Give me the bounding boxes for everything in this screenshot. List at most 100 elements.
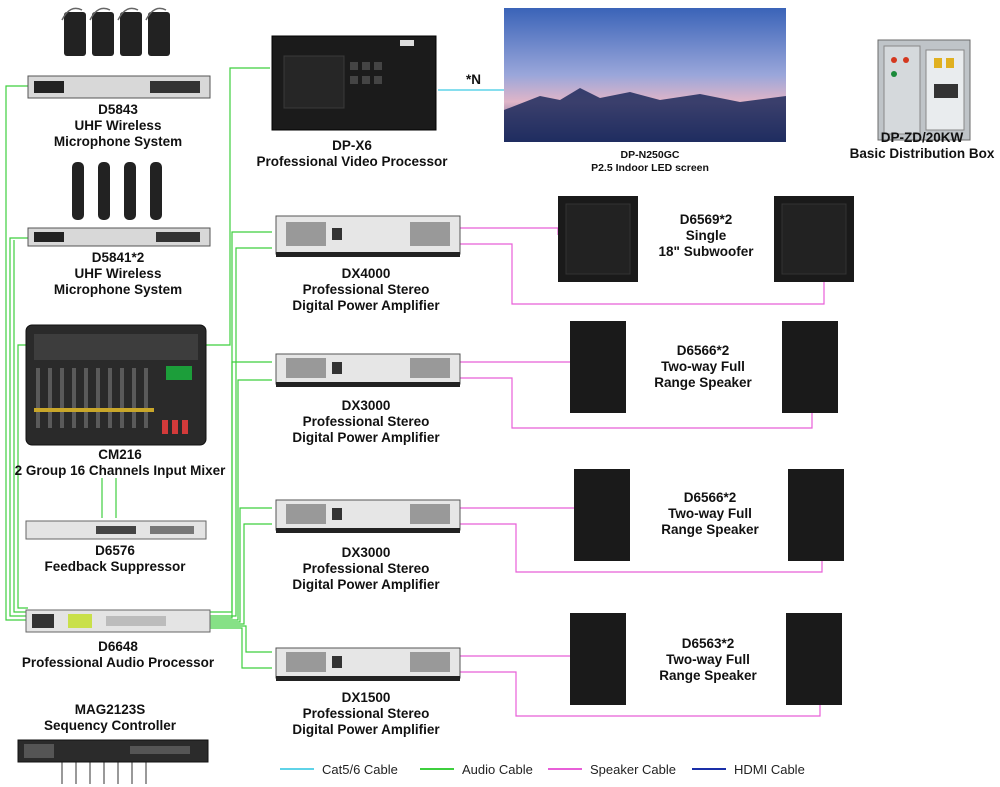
spk1-desc1: Single [685,228,727,243]
speaker-cable-3b [460,523,823,573]
spk2-model: D6566*2 [676,343,730,358]
speaker-pair-1 [570,321,838,413]
d5841-device [27,162,211,247]
legend-hdmi: HDMI Cable [692,760,805,778]
mag2123s-device [17,739,209,763]
label-led: DP-N250GC P2.5 Indoor LED screen [591,149,709,175]
legend-hdmi-swatch [692,768,726,770]
d5841-model: D5841*2 [91,250,145,265]
audio-cable-mixer-in [17,344,28,609]
label-d5843: D5843 UHF Wireless Microphone System [54,102,182,150]
label-amp3: DX3000 Professional Stereo Digital Power… [292,545,439,593]
spk2-desc1: Two-way Full [661,359,745,374]
d6648-desc1: Professional Audio Processor [21,655,215,670]
cm216-device [25,324,207,446]
spk4-model: D6563*2 [681,636,735,651]
audio-cable-amp3a [210,507,272,623]
amp2-desc2: Digital Power Amplifier [292,430,440,445]
dpx6-model: DP-X6 [332,138,372,153]
label-d6648: D6648 Professional Audio Processor [22,639,214,671]
spk4-desc2: Range Speaker [659,668,757,683]
d5843-model: D5843 [98,102,138,117]
legend-audio: Audio Cable [420,760,533,778]
label-mag2123s: MAG2123S Sequency Controller [44,702,176,734]
d6576-desc1: Feedback Suppressor [44,559,186,574]
label-amp1: DX4000 Professional Stereo Digital Power… [292,266,439,314]
spk4-desc1: Two-way Full [666,652,750,667]
audio-cable-d5843 [5,85,28,621]
d6576-model: D6576 [95,543,135,558]
cm216-desc1: 2 Group 16 Channels Input Mixer [14,463,226,478]
speaker-cable-2b [460,377,813,429]
mag2123s-model: MAG2123S [74,702,146,717]
cm216-model: CM216 [98,447,142,462]
amp3-model: DX3000 [341,545,391,560]
led-screen-device [504,8,786,142]
amp4-desc2: Digital Power Amplifier [292,722,440,737]
speaker-cables [460,227,825,717]
d5843-desc2: Microphone System [53,134,183,149]
audio-cable-d5841b [13,240,28,613]
spk1-model: D6569*2 [679,212,733,227]
legend-hdmi-label: HDMI Cable [734,761,805,777]
label-spk2: D6566*2 Two-way Full Range Speaker [654,343,752,391]
d5841-desc1: UHF Wireless [74,266,162,281]
audio-cable-amp4a [210,625,272,653]
label-spk1: D6569*2 Single 18" Subwoofer [659,212,754,260]
audio-cable-amp2a [210,361,272,619]
dist-desc1: Basic Distribution Box [849,146,995,161]
label-amp4: DX1500 Professional Stereo Digital Power… [292,690,439,738]
amplifier-dx4000-device [275,215,461,257]
d5841-desc2: Microphone System [53,282,183,297]
dpx6-device [271,35,437,131]
spk3-desc1: Two-way Full [668,506,752,521]
led-model: DP-N250GC [620,149,680,161]
legend-cat: Cat5/6 Cable [280,760,398,778]
audio-cables [5,67,272,669]
mag2123s-desc1: Sequency Controller [43,718,177,733]
amplifier-dx1500-device [275,647,461,681]
spk3-desc2: Range Speaker [661,522,759,537]
label-d6576: D6576 Feedback Suppressor [44,543,185,575]
legend-audio-swatch [420,768,454,770]
amp1-model: DX4000 [341,266,391,281]
spk3-model: D6566*2 [683,490,737,505]
d5843-desc1: UHF Wireless [74,118,162,133]
speaker-cable-4b [460,671,821,717]
audio-cable-amp2b [210,379,272,621]
label-cm216: CM216 2 Group 16 Channels Input Mixer [15,447,226,479]
spk2-desc2: Range Speaker [654,375,752,390]
amplifier-dx3000-a-device [275,353,461,387]
amp1-desc1: Professional Stereo [302,282,430,297]
cat-link-note: *N [466,72,481,88]
label-amp2: DX3000 Professional Stereo Digital Power… [292,398,439,446]
audio-cable-amp1b [210,247,272,617]
amplifier-dx3000-b-device [275,499,461,533]
audio-cable-amp3b [210,523,272,625]
amp2-model: DX3000 [341,398,391,413]
label-spk4: D6563*2 Two-way Full Range Speaker [659,636,757,684]
d6576-device [25,520,207,540]
label-d5841: D5841*2 UHF Wireless Microphone System [54,250,182,298]
amp4-desc1: Professional Stereo [302,706,430,721]
d5843-device [27,7,211,99]
audio-cable-amp4b [210,627,272,669]
cat-link-note-text: *N [466,72,482,87]
amp4-model: DX1500 [341,690,391,705]
audio-cable-amp1a [210,231,272,613]
audio-cable-d5841 [9,237,28,617]
amp3-desc1: Professional Stereo [302,561,430,576]
speaker-pair-3 [570,613,842,705]
distribution-box-device [877,39,971,141]
speaker-pair-2 [574,469,844,561]
legend-speaker-label: Speaker Cable [590,761,676,777]
legend-speaker: Speaker Cable [548,760,676,778]
spk1-desc2: 18" Subwoofer [658,244,754,259]
speaker-cable-1a [460,227,559,235]
subwoofer-pair [558,196,854,282]
audio-cable-mixer-videoproc [205,67,270,346]
amp3-desc2: Digital Power Amplifier [292,577,440,592]
sequence-outputs [61,762,147,784]
